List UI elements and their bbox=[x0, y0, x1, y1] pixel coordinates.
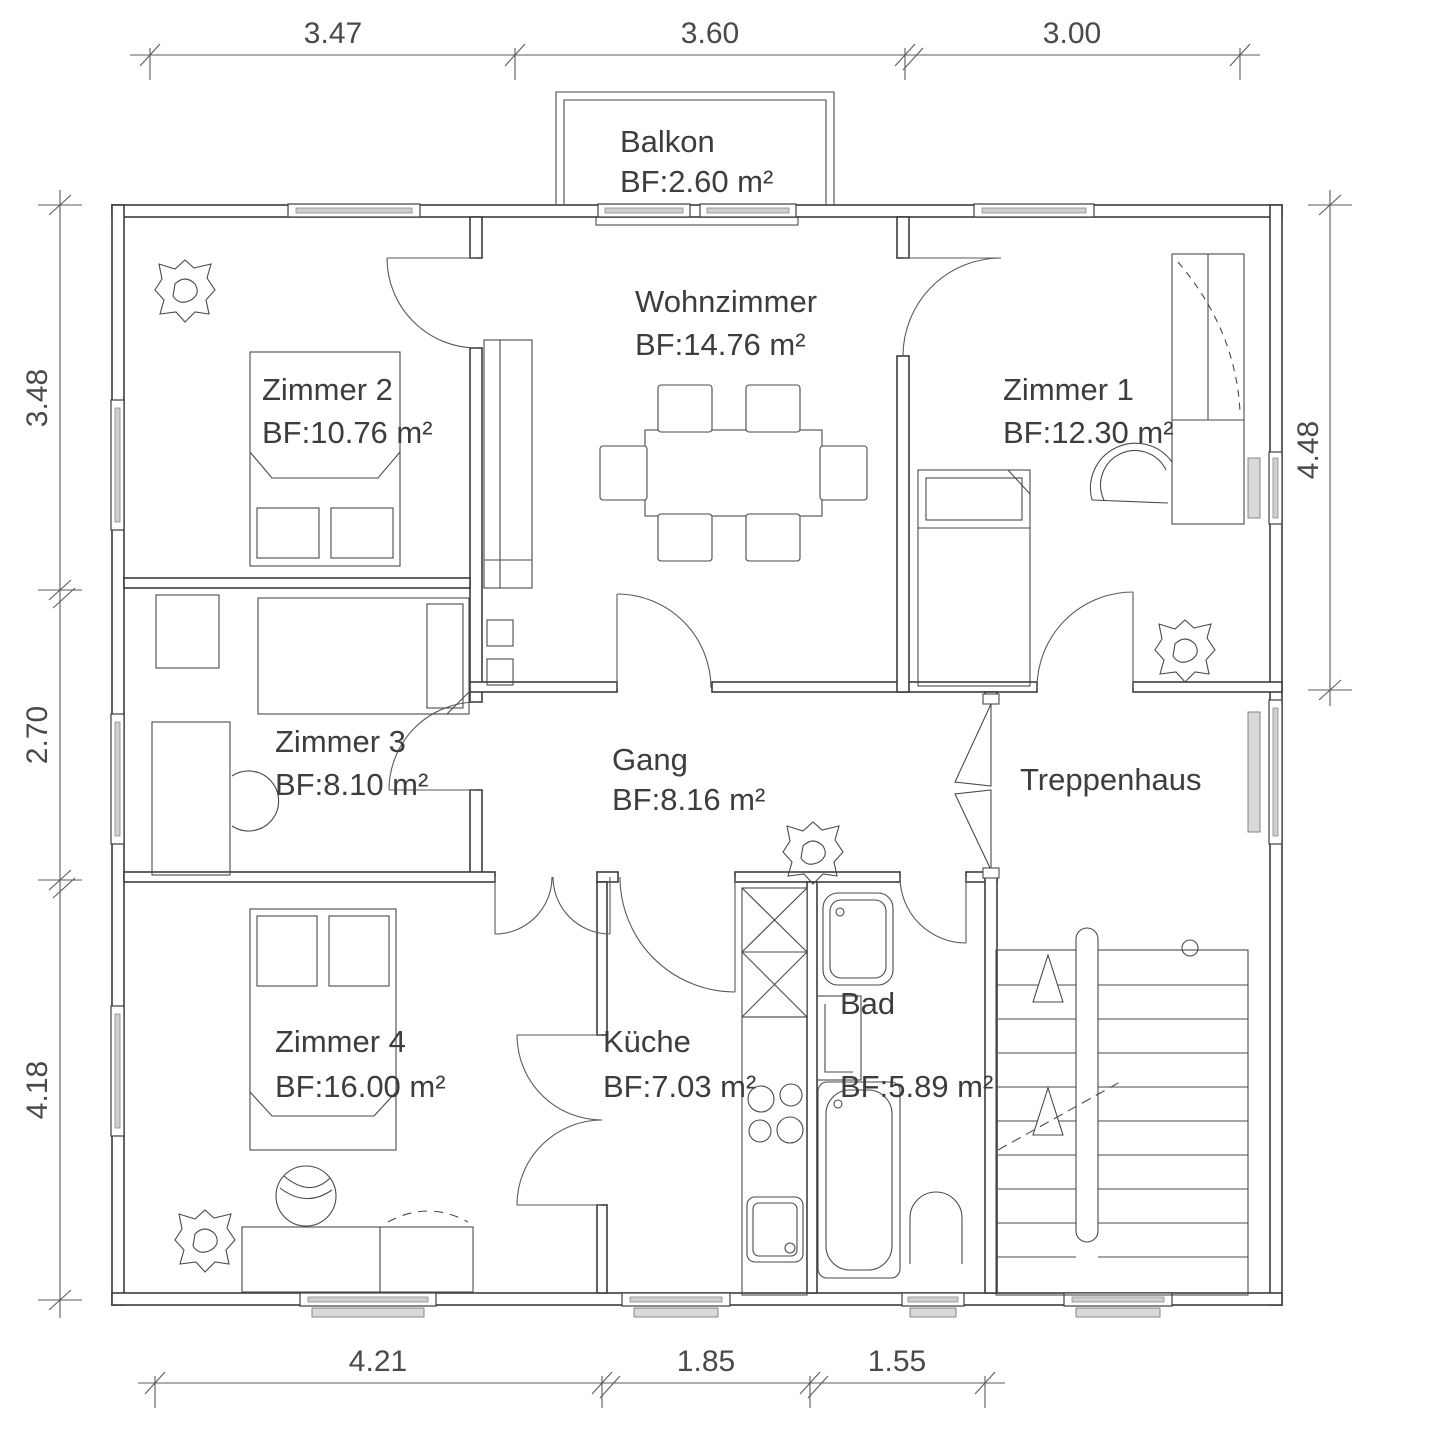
label-balkon-area: BF:2.60 m² bbox=[620, 164, 773, 199]
dim-bottom-1: 4.21 bbox=[349, 1345, 407, 1378]
interior-walls bbox=[123, 216, 1283, 1294]
plant-icon bbox=[1154, 619, 1216, 683]
dim-bottom-3: 1.55 bbox=[868, 1345, 926, 1378]
furniture-kueche bbox=[741, 887, 808, 1296]
room-labels: Balkon BF:2.60 m² Wohnzimmer BF:14.76 m²… bbox=[262, 124, 1202, 1104]
plant-icon bbox=[174, 1209, 236, 1273]
label-zimmer4-name: Zimmer 4 bbox=[275, 1024, 406, 1059]
staircase bbox=[995, 927, 1249, 1296]
furniture-zimmer1 bbox=[917, 253, 1245, 687]
dim-top-1: 3.47 bbox=[304, 17, 362, 50]
label-wohnzimmer-area: BF:14.76 m² bbox=[635, 327, 806, 362]
label-zimmer1-name: Zimmer 1 bbox=[1003, 372, 1134, 407]
label-zimmer3-name: Zimmer 3 bbox=[275, 724, 406, 759]
wardrobe-column bbox=[483, 339, 533, 686]
dim-bottom-2: 1.85 bbox=[677, 1345, 735, 1378]
furniture-zimmer4 bbox=[174, 908, 474, 1293]
furniture-wohnzimmer bbox=[599, 384, 868, 562]
label-bad-name: Bad bbox=[840, 986, 895, 1021]
dim-left-3: 4.18 bbox=[21, 1061, 54, 1119]
label-zimmer1-area: BF:12.30 m² bbox=[1003, 415, 1174, 450]
label-zimmer3-area: BF:8.10 m² bbox=[275, 767, 428, 802]
label-zimmer2-name: Zimmer 2 bbox=[262, 372, 393, 407]
label-kueche-name: Küche bbox=[603, 1024, 691, 1059]
label-zimmer4-area: BF:16.00 m² bbox=[275, 1069, 446, 1104]
dimension-lines: 3.47 3.60 3.00 3.48 2.70 4.18 4.48 4.21 bbox=[21, 17, 1352, 1408]
doors bbox=[386, 257, 1134, 1206]
furniture-bad bbox=[816, 892, 963, 1279]
furniture-zimmer2 bbox=[154, 259, 401, 567]
label-gang-name: Gang bbox=[612, 742, 688, 777]
label-balkon-name: Balkon bbox=[620, 124, 715, 159]
windows bbox=[110, 203, 1283, 1318]
dim-right-1: 4.48 bbox=[1292, 421, 1325, 479]
label-bad-area: BF:5.89 m² bbox=[840, 1069, 993, 1104]
label-zimmer2-area: BF:10.76 m² bbox=[262, 415, 433, 450]
label-gang-area: BF:8.16 m² bbox=[612, 782, 765, 817]
dim-top-3: 3.00 bbox=[1043, 17, 1101, 50]
dim-top-2: 3.60 bbox=[681, 17, 739, 50]
plant-icon bbox=[154, 259, 216, 323]
dim-left-2: 2.70 bbox=[21, 706, 54, 764]
label-wohnzimmer-name: Wohnzimmer bbox=[635, 284, 817, 319]
label-kueche-area: BF:7.03 m² bbox=[603, 1069, 756, 1104]
furniture-zimmer3 bbox=[151, 594, 470, 876]
label-treppenhaus-name: Treppenhaus bbox=[1020, 762, 1202, 797]
dim-left-1: 3.48 bbox=[21, 369, 54, 427]
